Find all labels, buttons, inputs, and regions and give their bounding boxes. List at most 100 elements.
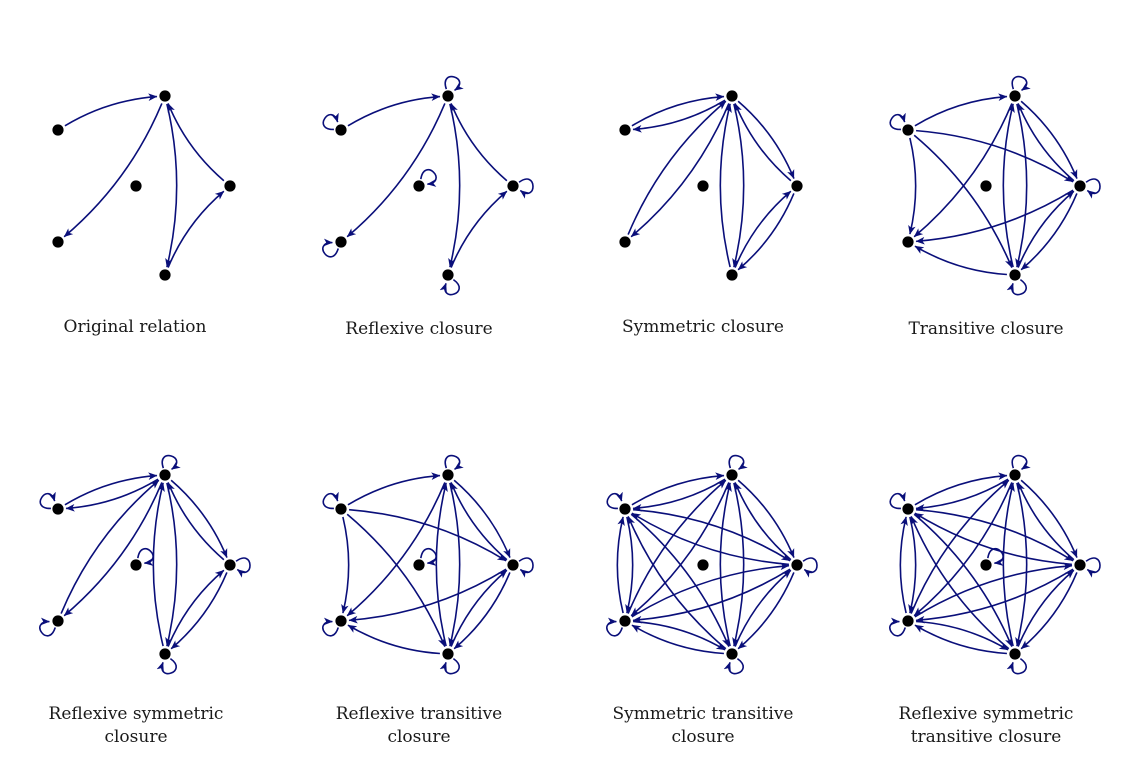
edge-arrow	[734, 190, 792, 268]
edge-arrow	[914, 245, 1007, 276]
edge-arrow	[625, 516, 634, 614]
edge-arrow	[170, 572, 228, 650]
caption-line-1: Original relation	[63, 317, 207, 337]
vertex-node	[159, 469, 171, 481]
edge-arrow	[1015, 103, 1028, 268]
caption-line-2: transitive closure	[910, 727, 1062, 747]
vertex-node	[335, 124, 347, 136]
edge-arrow	[448, 103, 461, 268]
caption-reflexive-symmetric-transitive-closure: Reflexive symmetric transitive closure	[846, 703, 1126, 749]
edge-arrow	[627, 516, 727, 650]
edge-arrow	[165, 482, 178, 647]
edge-arrow	[734, 103, 792, 182]
edge-arrow	[450, 190, 508, 268]
edge-arrow	[170, 479, 228, 558]
edge-arrow	[631, 562, 790, 618]
self-loop-arrow	[322, 112, 339, 131]
edge-arrow	[719, 103, 732, 268]
edge-arrow	[167, 190, 225, 268]
edge-arrow	[914, 472, 1008, 506]
edge-arrow	[719, 482, 732, 647]
edge-arrow	[448, 482, 461, 647]
vertex-node	[619, 503, 631, 515]
vertex-node	[980, 559, 992, 571]
caption-line-1: Reflexive symmetric	[48, 704, 224, 724]
edge-arrow	[914, 512, 1072, 566]
edge-arrow	[630, 513, 730, 647]
vertex-node	[902, 124, 914, 136]
edge-arrow	[65, 478, 159, 512]
caption-line-1: Reflexive transitive	[335, 704, 503, 724]
edge-arrow	[732, 482, 745, 647]
self-loop-arrow	[889, 617, 907, 637]
vertex-node	[726, 648, 738, 660]
caption-line-2: closure	[671, 727, 735, 747]
vertex-node	[1009, 269, 1021, 281]
caption-symmetric-closure: Symmetric closure	[563, 316, 843, 339]
vertex-node	[224, 180, 236, 192]
vertex-node	[697, 180, 709, 192]
edge-arrow	[913, 513, 1013, 647]
vertex-node	[726, 269, 738, 281]
vertex-node	[130, 180, 142, 192]
self-loop-arrow	[420, 548, 437, 566]
edge-arrow	[916, 620, 1009, 651]
vertex-node	[1009, 90, 1021, 102]
self-loop-arrow	[420, 169, 437, 187]
edge-arrow	[167, 103, 225, 182]
edge-arrow	[734, 482, 792, 561]
edge-arrow	[631, 472, 725, 506]
self-loop-arrow	[161, 454, 181, 471]
edge-arrow	[1017, 482, 1075, 561]
edge-arrow	[908, 516, 917, 614]
edge-arrow	[1020, 193, 1078, 271]
edge-arrow	[348, 568, 507, 624]
edge-arrow	[1020, 479, 1078, 558]
vertex-node	[619, 615, 631, 627]
vertex-node	[52, 236, 64, 248]
vertex-node	[1009, 648, 1021, 660]
self-loop-arrow	[518, 178, 534, 199]
edge-arrow	[737, 479, 795, 558]
edge-arrow	[1017, 569, 1075, 647]
caption-reflexive-symmetric-closure: Reflexive symmetric closure	[0, 703, 276, 749]
caption-original-relation: Original relation	[0, 316, 275, 339]
edge-arrow	[64, 472, 158, 506]
edge-arrow	[347, 472, 441, 506]
vertex-node	[52, 615, 64, 627]
vertex-node	[902, 615, 914, 627]
vertex-node	[1009, 469, 1021, 481]
self-loop-arrow	[322, 617, 340, 637]
vertex-node	[902, 236, 914, 248]
self-loop-arrow	[137, 548, 154, 566]
vertex-node	[442, 90, 454, 102]
caption-line-2: closure	[104, 727, 168, 747]
edge-arrow	[913, 134, 1013, 268]
edge-arrow	[914, 624, 1007, 655]
vertex-node	[1074, 559, 1086, 571]
edge-arrow	[341, 516, 350, 614]
self-loop-arrow	[444, 75, 464, 92]
edge-arrow	[632, 99, 726, 133]
edge-arrow	[633, 508, 791, 562]
edge-arrow	[631, 624, 724, 655]
caption-line-1: Reflexive symmetric	[898, 704, 1074, 724]
caption-line-2: closure	[387, 727, 451, 747]
caption-line-1: Transitive closure	[908, 319, 1064, 339]
edge-arrow	[1015, 482, 1028, 647]
edge-arrow	[1017, 190, 1075, 268]
edge-arrow	[167, 482, 225, 561]
edge-arrow	[63, 103, 163, 238]
self-loop-arrow	[1011, 454, 1031, 471]
self-loop-arrow	[889, 491, 906, 510]
self-loop-arrow	[444, 454, 464, 471]
edge-arrow	[346, 482, 446, 617]
edge-arrow	[1020, 572, 1078, 650]
self-loop-arrow	[39, 491, 56, 510]
edge-arrow	[916, 129, 1074, 183]
self-loop-arrow	[889, 112, 906, 131]
caption-line-1: Symmetric transitive	[612, 704, 794, 724]
vertex-node	[159, 269, 171, 281]
edge-arrow	[732, 103, 745, 268]
self-loop-arrow	[606, 491, 623, 510]
